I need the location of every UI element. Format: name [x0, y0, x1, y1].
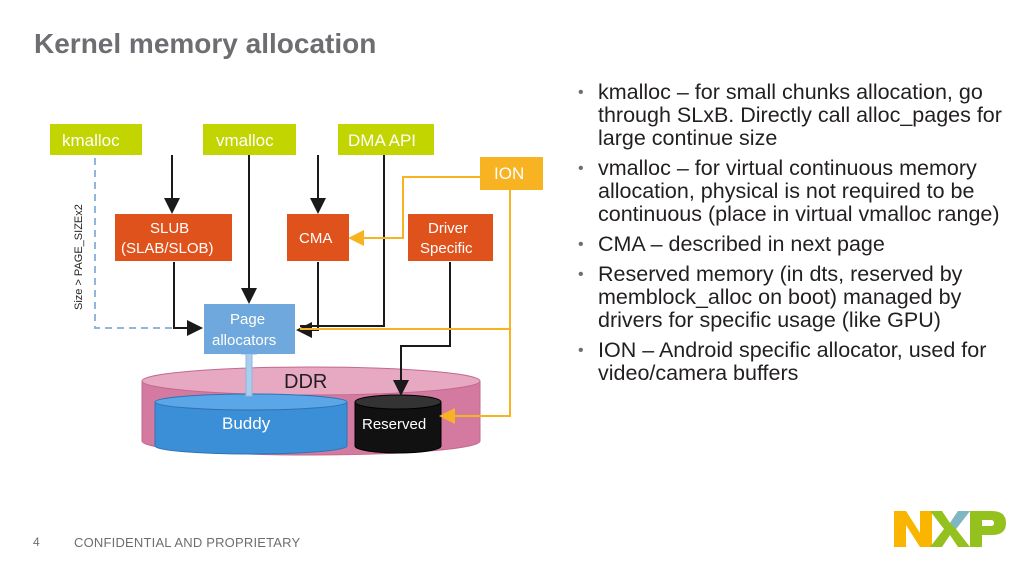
page-label-line2: allocators — [212, 332, 276, 349]
footer-confidential: CONFIDENTIAL AND PROPRIETARY — [74, 535, 301, 550]
dma-api-box — [338, 124, 434, 155]
driver-label-line1: Driver — [428, 220, 468, 237]
bullet-text: vmalloc – for virtual continuous memory … — [598, 156, 1000, 226]
kmalloc-box — [50, 124, 142, 155]
ion-to-reserved-arrow — [439, 329, 511, 424]
driver-to-reserved-arrow — [393, 262, 451, 396]
cma-label: CMA — [299, 230, 332, 247]
reserved-label: Reserved — [362, 416, 426, 433]
size-label: Size > PAGE_SIZEx2 — [73, 204, 85, 310]
slide-title: Kernel memory allocation — [34, 28, 377, 59]
size-path-line — [94, 158, 202, 329]
bullet-dot: • — [578, 266, 584, 283]
bullet-dot: • — [578, 236, 584, 253]
slub-box — [115, 214, 232, 261]
bullet-dot: • — [578, 160, 584, 177]
bullet-text: ION – Android specific allocator, used f… — [598, 338, 987, 385]
cma-box — [287, 214, 349, 261]
bullet-cma: • CMA – described in next page — [574, 233, 1014, 256]
cma-to-page-arrow — [296, 262, 319, 338]
slub-to-page-arrow — [173, 262, 203, 336]
ion-label: ION — [494, 164, 524, 183]
driver-label-line2: Specific — [420, 240, 473, 257]
bullet-ion: • ION – Android specific allocator, used … — [574, 339, 1014, 385]
bullet-text: CMA – described in next page — [598, 232, 885, 256]
bullet-vmalloc: • vmalloc – for virtual continuous memory… — [574, 157, 1014, 226]
bullet-dot: • — [578, 84, 584, 101]
slub-label-line1: SLUB — [150, 220, 189, 237]
driver-specific-box — [408, 214, 493, 261]
ion-box — [480, 157, 543, 190]
bullet-kmalloc: • kmalloc – for small chunks allocation, … — [574, 81, 1014, 150]
bullet-reserved: • Reserved memory (in dts, reserved by me… — [574, 263, 1014, 332]
memory-allocation-diagram: DDR Buddy Reserved Size > PAGE_SIZEx2 km… — [50, 124, 543, 456]
bullet-dot: • — [578, 342, 584, 359]
slub-label-line2: (SLAB/SLOB) — [121, 240, 214, 257]
vmalloc-box — [203, 124, 296, 155]
page-label-line1: Page — [230, 311, 265, 328]
nxp-logo — [894, 511, 1006, 547]
driver-to-page-arrow — [300, 262, 385, 327]
bullet-text: Reserved memory (in dts, reserved by mem… — [598, 262, 963, 332]
page-allocators-box — [204, 304, 295, 354]
dma-api-label: DMA API — [348, 131, 416, 150]
bullet-text: kmalloc – for small chunks allocation, g… — [598, 80, 1002, 150]
bullet-list: • kmalloc – for small chunks allocation, … — [574, 81, 1014, 392]
reserved-cylinder — [354, 394, 442, 454]
vmalloc-label: vmalloc — [216, 131, 274, 150]
kmalloc-label: kmalloc — [62, 131, 120, 150]
page-number: 4 — [33, 535, 40, 549]
ddr-label: DDR — [284, 371, 327, 393]
buddy-label: Buddy — [222, 414, 271, 433]
